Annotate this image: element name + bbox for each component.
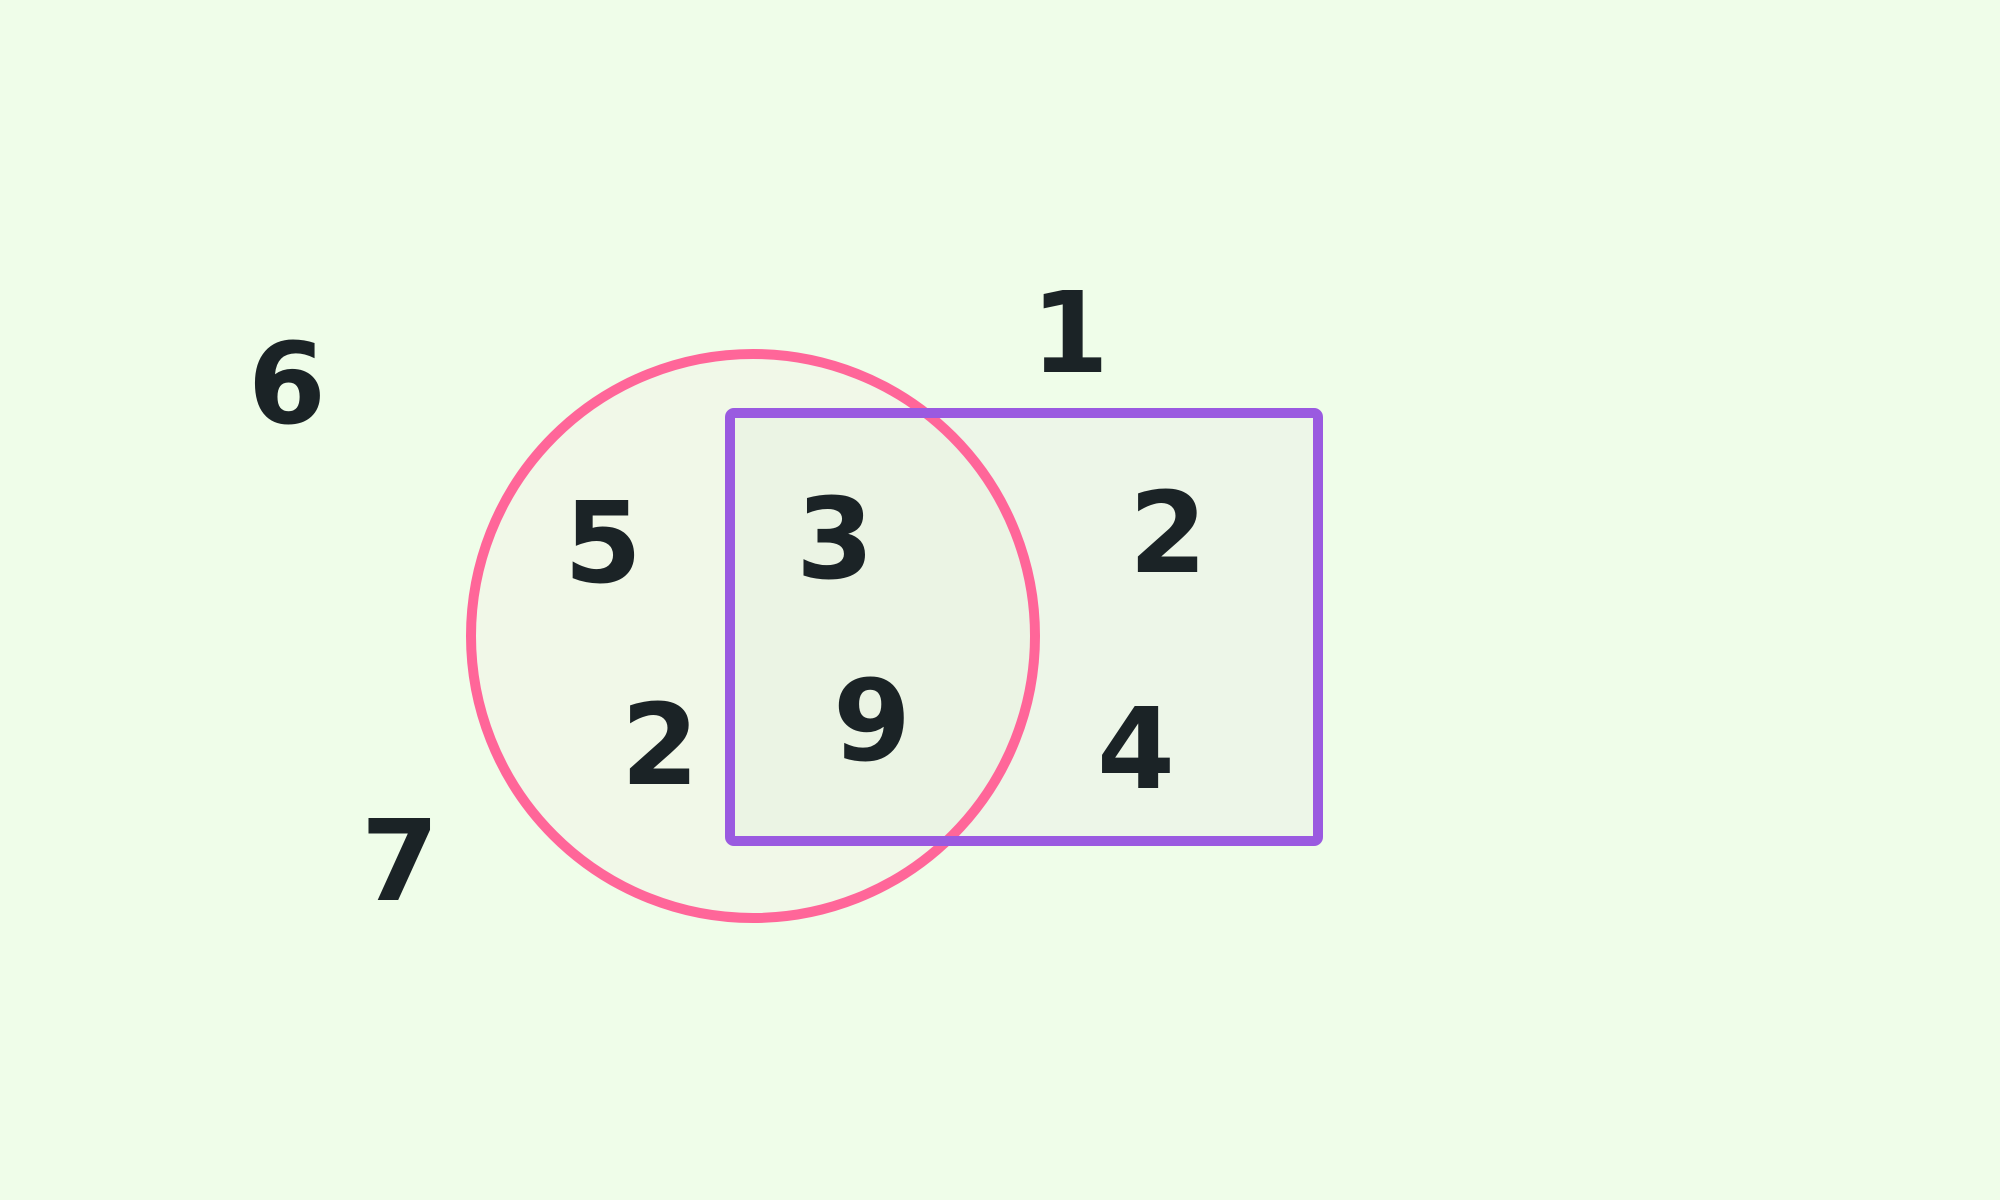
rectangle-set-outline xyxy=(725,408,1323,846)
intersection-fill xyxy=(730,413,1035,841)
number-rectangle-only-top: 2 xyxy=(1129,469,1207,599)
number-circle-only-bottom: 2 xyxy=(621,681,699,811)
number-outside-top: 1 xyxy=(1031,269,1109,399)
number-rectangle-only-bottom: 4 xyxy=(1097,685,1175,815)
number-circle-only-top: 5 xyxy=(564,479,642,609)
number-outside-top-left: 6 xyxy=(248,320,326,450)
number-intersection-top: 3 xyxy=(796,475,874,605)
number-intersection-bottom: 9 xyxy=(833,657,911,787)
circle-set-outline xyxy=(466,349,1040,923)
number-outside-bottom-left: 7 xyxy=(361,797,439,927)
